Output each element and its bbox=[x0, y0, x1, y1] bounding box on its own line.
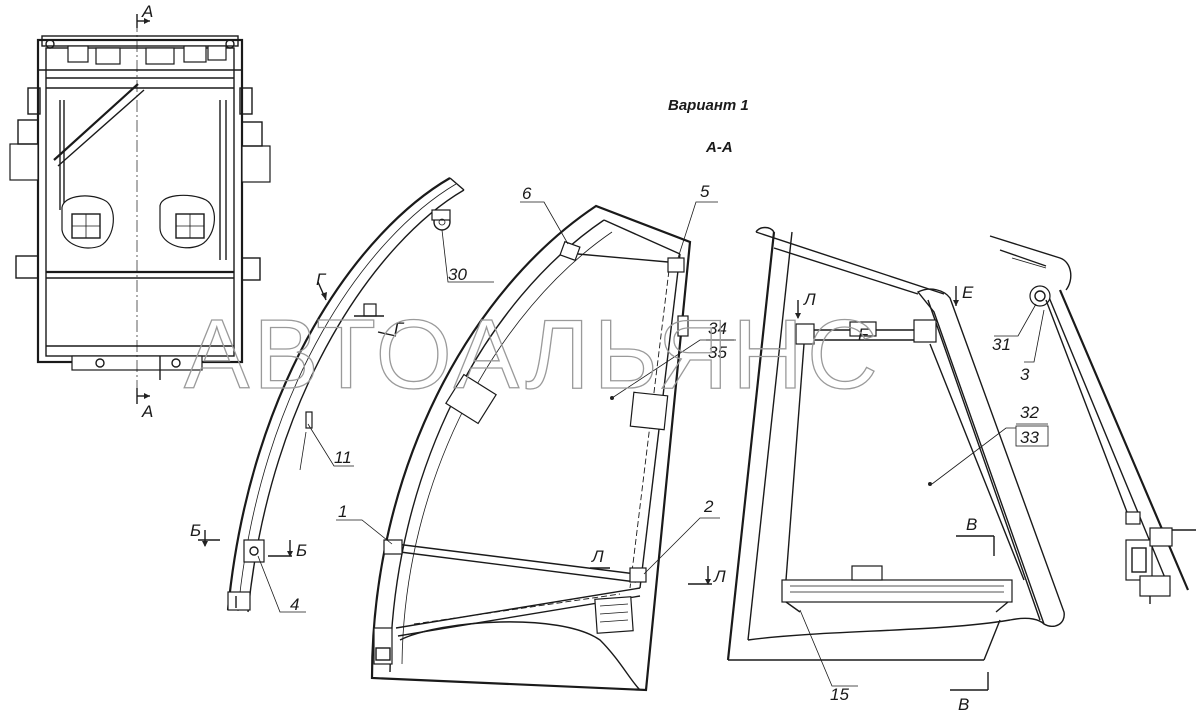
callout-4: 4 bbox=[290, 595, 299, 614]
callout-6: 6 bbox=[522, 184, 532, 203]
rear-pillar-section bbox=[989, 235, 1196, 604]
callout-11: 11 bbox=[334, 448, 352, 467]
section-mark-l-bottom: Л bbox=[713, 567, 726, 586]
callout-2: 2 bbox=[703, 497, 714, 516]
callout-30: 30 bbox=[448, 265, 467, 284]
section-mark-g-left: Г bbox=[316, 270, 327, 289]
callout-1: 1 bbox=[338, 502, 347, 521]
callout-35: 35 bbox=[708, 343, 727, 362]
section-mark-l-door: Л bbox=[591, 547, 604, 566]
callout-31: 31 bbox=[992, 335, 1011, 354]
section-mark-a-top: А bbox=[141, 2, 153, 21]
section-mark-v-bottom: В bbox=[958, 695, 969, 714]
cab-top-view bbox=[9, 14, 271, 404]
section-mark-v-top: В bbox=[966, 515, 977, 534]
door-front-view bbox=[336, 201, 734, 692]
section-mark-f: F bbox=[858, 325, 870, 344]
section-title: А-А bbox=[705, 139, 733, 156]
callout-33: 33 bbox=[1020, 428, 1039, 447]
section-mark-a-bottom: А bbox=[141, 402, 153, 421]
section-mark-b-right: Б bbox=[296, 541, 307, 560]
callout-3: 3 bbox=[1020, 365, 1030, 384]
watermark: АВТОАЛЬЯНС bbox=[184, 299, 882, 409]
section-mark-g-right: Г bbox=[394, 319, 405, 338]
callout-5: 5 bbox=[700, 182, 710, 201]
section-mark-b-left: Б bbox=[190, 521, 201, 540]
callout-15: 15 bbox=[830, 685, 849, 704]
variant-title: Вариант 1 bbox=[668, 97, 749, 114]
front-pillar-detail bbox=[198, 177, 494, 613]
callout-32: 32 bbox=[1020, 403, 1039, 422]
section-mark-e: Е bbox=[962, 283, 974, 302]
callout-34: 34 bbox=[708, 319, 727, 338]
rear-window-view bbox=[610, 226, 1065, 691]
section-mark-l-top: Л bbox=[803, 290, 816, 309]
